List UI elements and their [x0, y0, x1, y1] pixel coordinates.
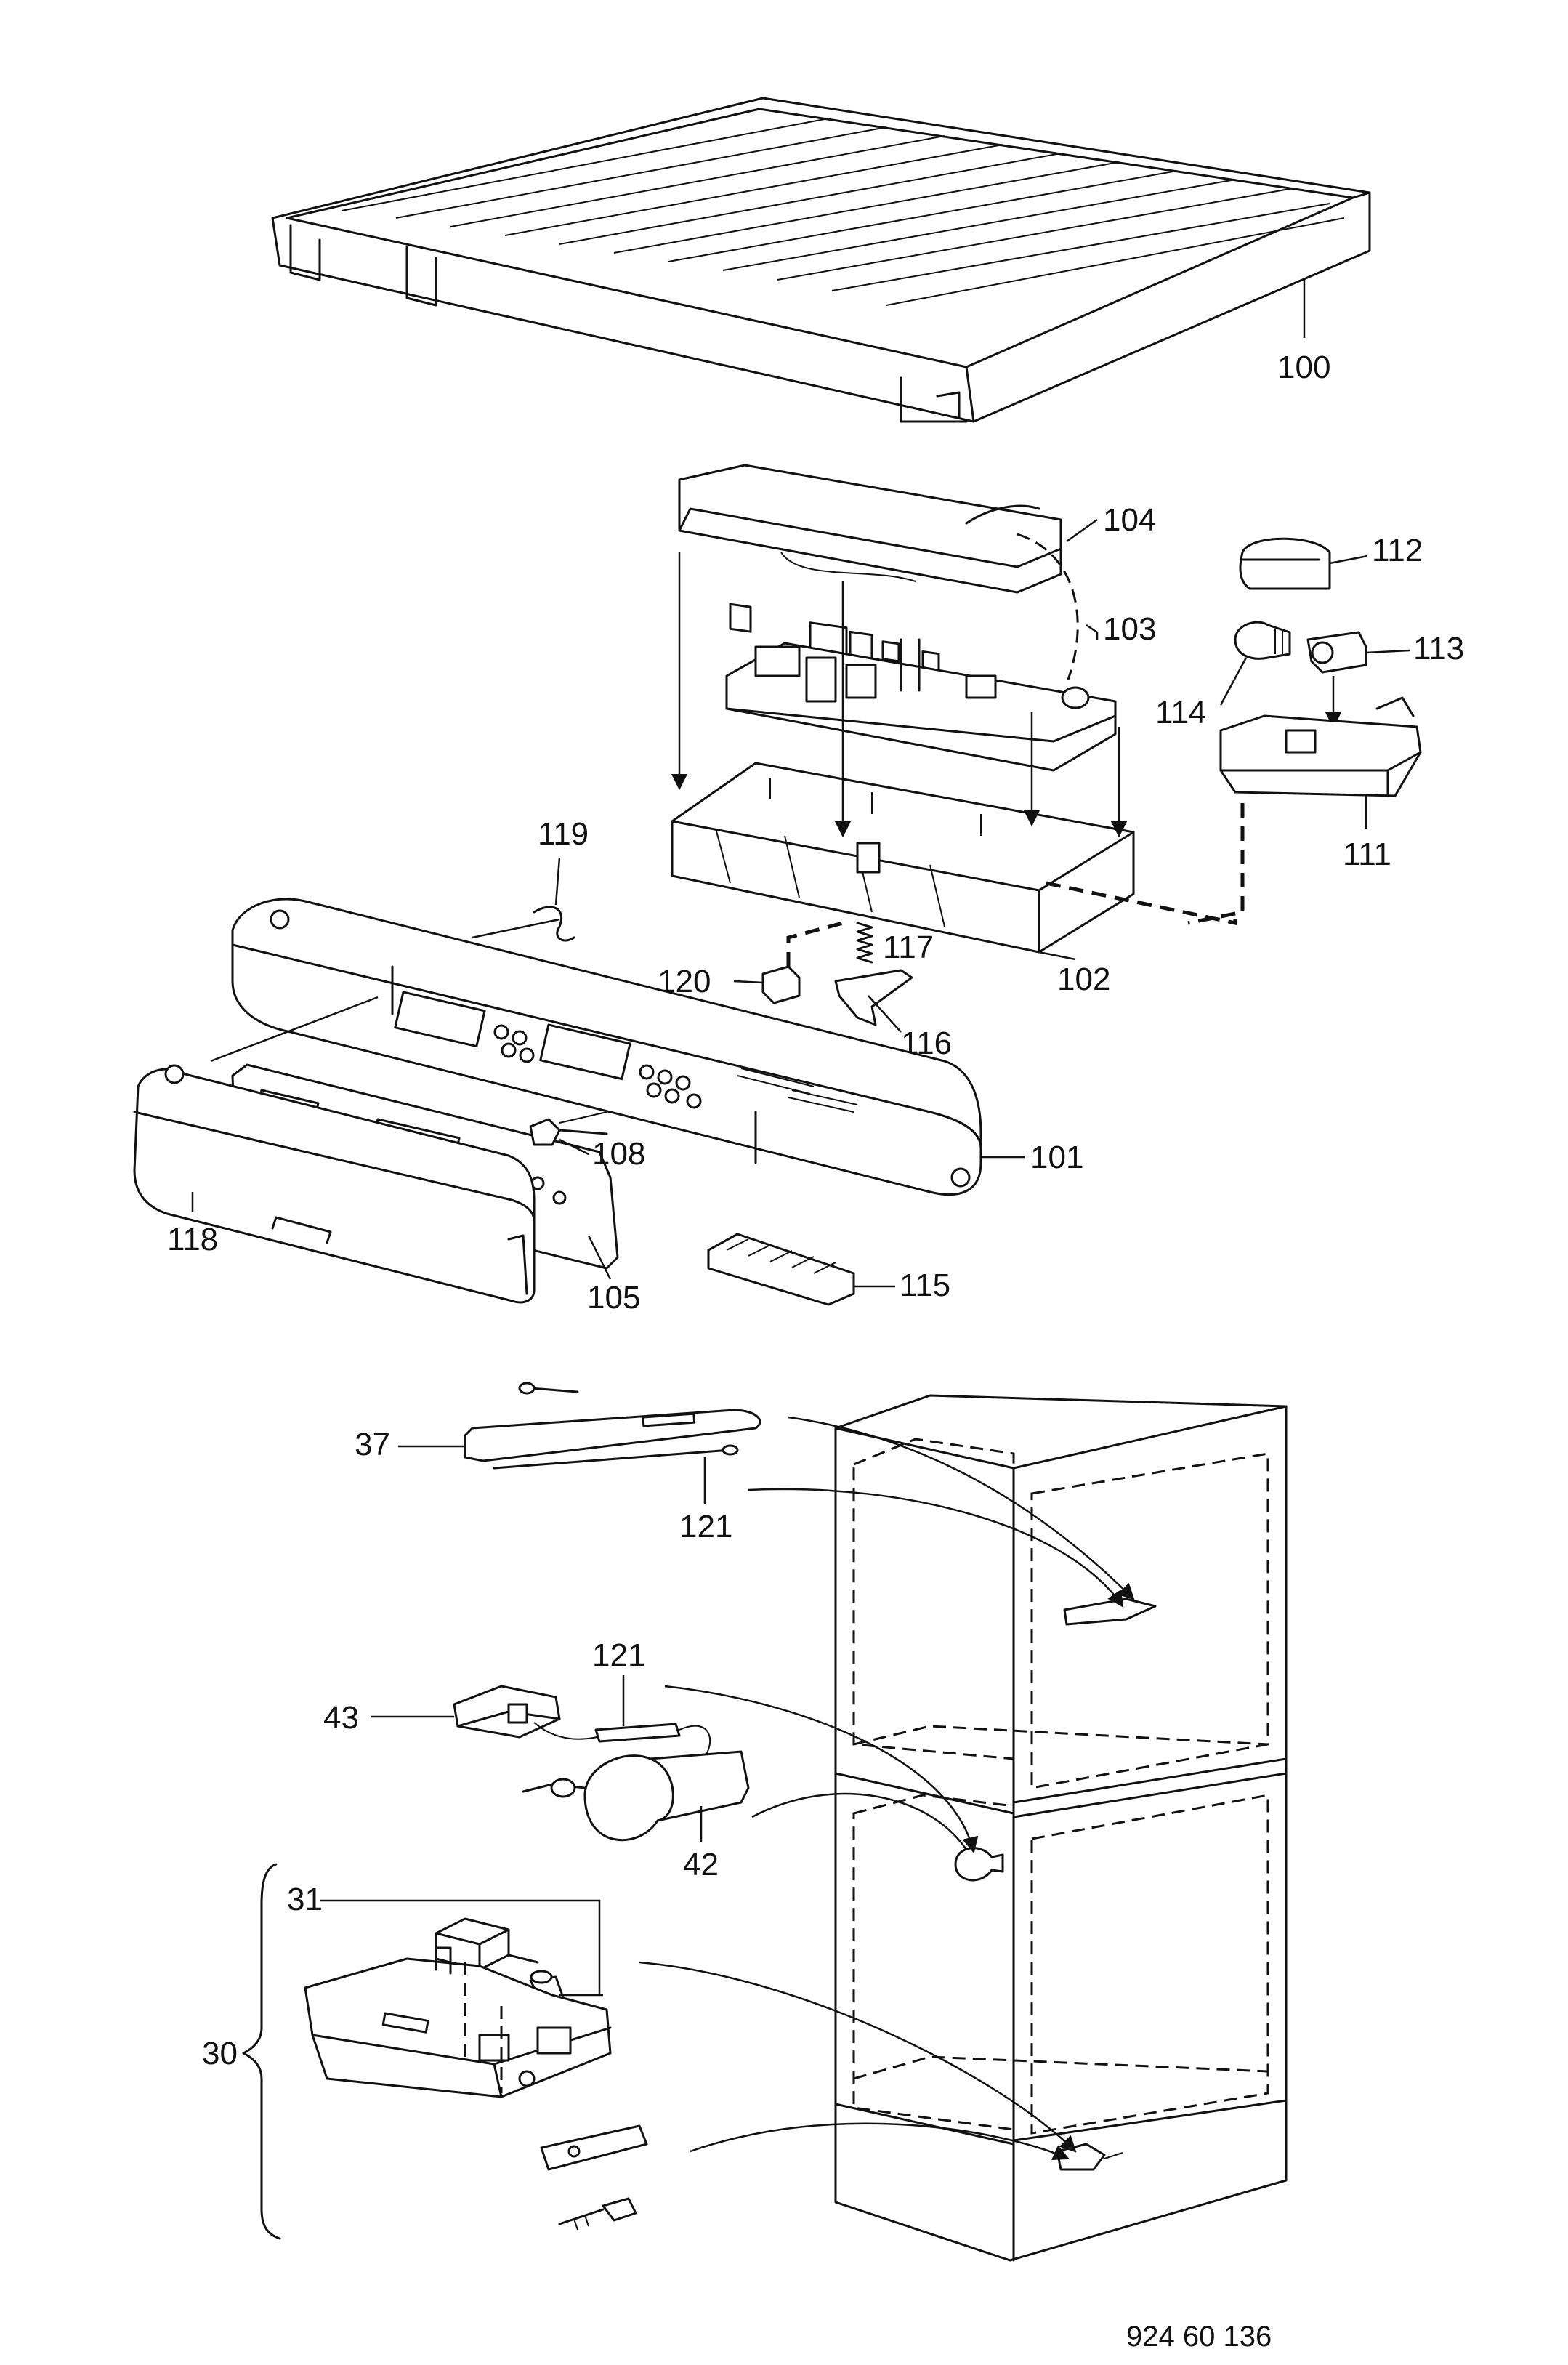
label-119: 119 — [538, 816, 589, 852]
drawing-number: 924 60 136 — [1126, 2321, 1272, 2353]
label-121b: 121 — [592, 1637, 645, 1673]
label-100: 100 — [1277, 350, 1330, 385]
label-102: 102 — [1057, 962, 1110, 997]
part-30-base-tray — [304, 1946, 612, 2098]
refrigerator-cabinet — [834, 1394, 1288, 2262]
part-112-lamp-cover — [1239, 537, 1331, 590]
label-121a: 121 — [679, 1509, 732, 1544]
label-37: 37 — [355, 1427, 390, 1462]
part-117-spring — [856, 922, 873, 964]
label-108: 108 — [592, 1136, 645, 1172]
part-111-lamp-housing — [1219, 696, 1422, 797]
part-108-knob — [529, 1111, 608, 1146]
label-31: 31 — [287, 1882, 323, 1917]
label-118: 118 — [167, 1222, 218, 1257]
part-116-lever — [834, 969, 913, 1026]
label-42: 42 — [683, 1847, 719, 1882]
assembly-arrows — [639, 1416, 1135, 2161]
part-115-grille — [707, 1233, 855, 1306]
part-101-control-fascia — [231, 898, 982, 1196]
label-103: 103 — [1103, 611, 1156, 647]
label-113: 113 — [1413, 631, 1464, 666]
part-100-top-cover — [271, 97, 1371, 423]
label-43: 43 — [323, 1700, 359, 1736]
bracket-30 — [242, 1863, 281, 2240]
part-42-thermostat-knob — [522, 1750, 750, 1842]
label-111: 111 — [1343, 837, 1391, 872]
part-102-control-housing — [671, 552, 1245, 954]
label-101: 101 — [1030, 1140, 1083, 1175]
label-105: 105 — [587, 1280, 640, 1316]
part-113-lamp-socket — [1306, 631, 1367, 674]
part-121-sensor-mid — [594, 1723, 711, 1767]
label-117: 117 — [883, 930, 934, 965]
part-37-thermostat-bracket — [464, 1382, 761, 1462]
label-114: 114 — [1155, 695, 1206, 730]
label-30: 30 — [202, 2036, 238, 2071]
part-103-main-board — [725, 533, 1117, 772]
part-120-switch — [761, 921, 844, 1004]
label-115: 115 — [900, 1268, 950, 1303]
label-104: 104 — [1103, 502, 1156, 538]
part-104-display-board — [678, 464, 1062, 673]
part-118-fascia-trim — [133, 1064, 536, 1304]
part-43-switch — [453, 1685, 611, 1740]
part-30-plate-and-screw — [540, 2124, 648, 2231]
part-121-sensor-top — [493, 1444, 739, 1470]
part-114-bulb — [1234, 621, 1291, 660]
label-112: 112 — [1372, 533, 1423, 568]
part-119-clip — [533, 906, 575, 942]
